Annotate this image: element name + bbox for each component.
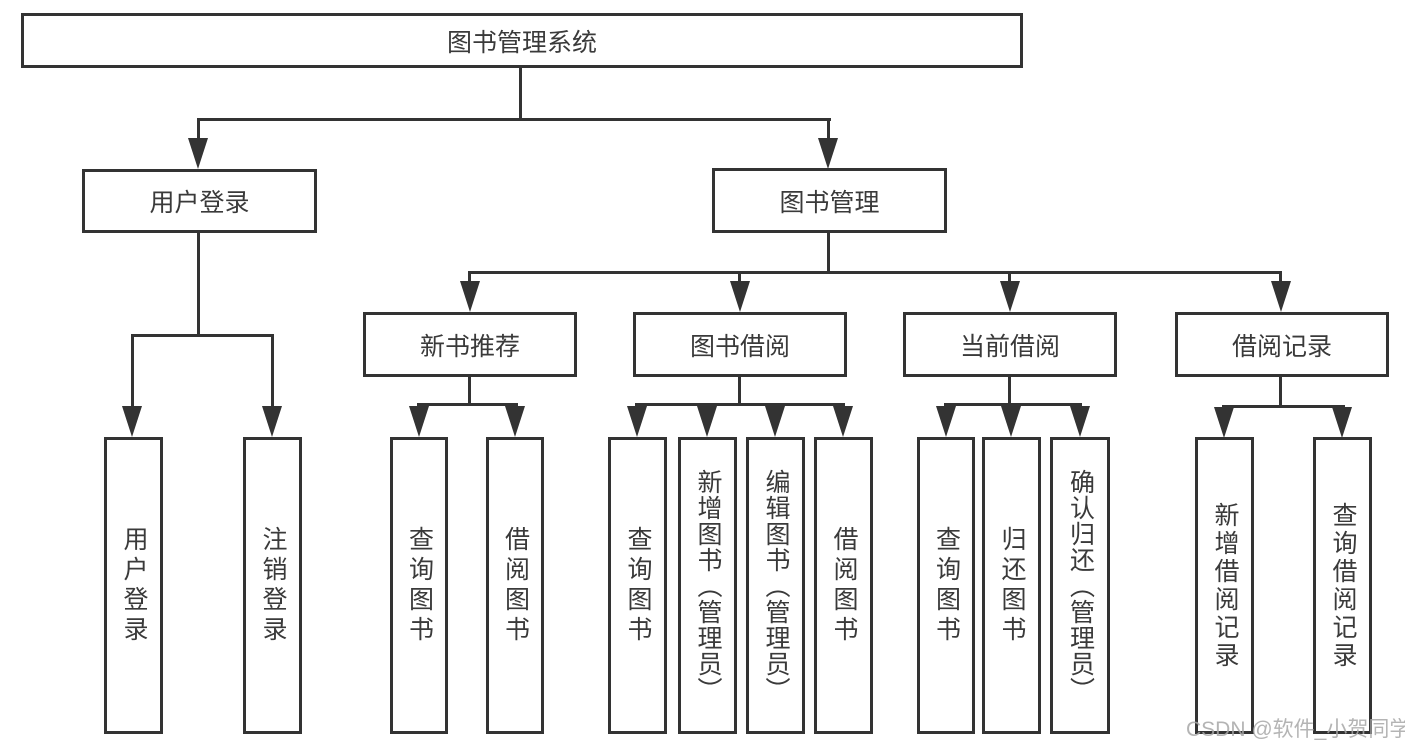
leaf-add-book-admin: 新增图书（管理员）: [678, 437, 737, 734]
arrowhead-down-icon: [188, 138, 208, 169]
arrowhead-down-icon: [1070, 406, 1090, 437]
leaf-user-login: 用户登录: [104, 437, 163, 734]
connector-line: [197, 118, 200, 140]
arrowhead-down-icon: [460, 281, 480, 312]
node-user-login: 用户登录: [82, 169, 317, 233]
connector-line: [197, 118, 831, 121]
connector-line: [827, 118, 830, 140]
node-book-management: 图书管理: [712, 168, 947, 233]
connector-line: [738, 271, 741, 283]
leaf-query-borrow-record: 查询借阅记录: [1313, 437, 1372, 734]
connector-line: [468, 271, 471, 283]
connector-line: [944, 403, 1082, 406]
leaf-borrow-books-recommend: 借阅图书: [486, 437, 544, 734]
connector-line: [738, 377, 741, 405]
arrowhead-down-icon: [627, 406, 647, 437]
node-new-book-recommendation: 新书推荐: [363, 312, 577, 377]
arrowhead-down-icon: [505, 406, 525, 437]
arrowhead-down-icon: [697, 406, 717, 437]
arrowhead-down-icon: [1214, 407, 1234, 438]
arrowhead-down-icon: [936, 406, 956, 437]
arrowhead-down-icon: [833, 406, 853, 437]
arrowhead-down-icon: [409, 406, 429, 437]
arrowhead-down-icon: [1271, 281, 1291, 312]
connector-line: [1279, 377, 1282, 407]
connector-line: [197, 233, 200, 336]
leaf-query-books-recommend: 查询图书: [390, 437, 448, 734]
leaf-add-borrow-record: 新增借阅记录: [1195, 437, 1254, 734]
arrowhead-down-icon: [1001, 406, 1021, 437]
arrowhead-down-icon: [765, 406, 785, 437]
connector-line: [468, 271, 1282, 274]
node-library-management-system: 图书管理系统: [21, 13, 1023, 68]
arrowhead-down-icon: [1000, 281, 1020, 312]
leaf-logout: 注销登录: [243, 437, 302, 734]
node-borrowing-records: 借阅记录: [1175, 312, 1389, 377]
connector-line: [519, 68, 522, 121]
connector-line: [271, 334, 274, 407]
connector-line: [1222, 405, 1345, 408]
connector-line: [1008, 271, 1011, 283]
connector-line: [827, 233, 830, 274]
leaf-borrow-books-borrowing: 借阅图书: [814, 437, 873, 734]
arrowhead-down-icon: [1332, 407, 1352, 438]
arrowhead-down-icon: [730, 281, 750, 312]
node-current-borrowing: 当前借阅: [903, 312, 1117, 377]
connector-line: [635, 403, 845, 406]
connector-line: [131, 334, 274, 337]
leaf-return-book: 归还图书: [982, 437, 1041, 734]
leaf-confirm-return-admin: 确认归还（管理员）: [1050, 437, 1110, 734]
connector-line: [131, 334, 134, 407]
connector-line: [1279, 271, 1282, 283]
connector-line: [417, 403, 518, 406]
leaf-query-books-borrowing: 查询图书: [608, 437, 667, 734]
arrowhead-down-icon: [262, 406, 282, 437]
csdn-watermark: CSDN @软件_小贺同学: [1186, 718, 1405, 741]
connector-line: [1008, 377, 1011, 405]
leaf-edit-book-admin: 编辑图书（管理员）: [746, 437, 805, 734]
connector-line: [468, 377, 471, 405]
arrowhead-down-icon: [818, 138, 838, 169]
leaf-query-books-current: 查询图书: [917, 437, 975, 734]
arrowhead-down-icon: [122, 406, 142, 437]
node-book-borrowing: 图书借阅: [633, 312, 847, 377]
